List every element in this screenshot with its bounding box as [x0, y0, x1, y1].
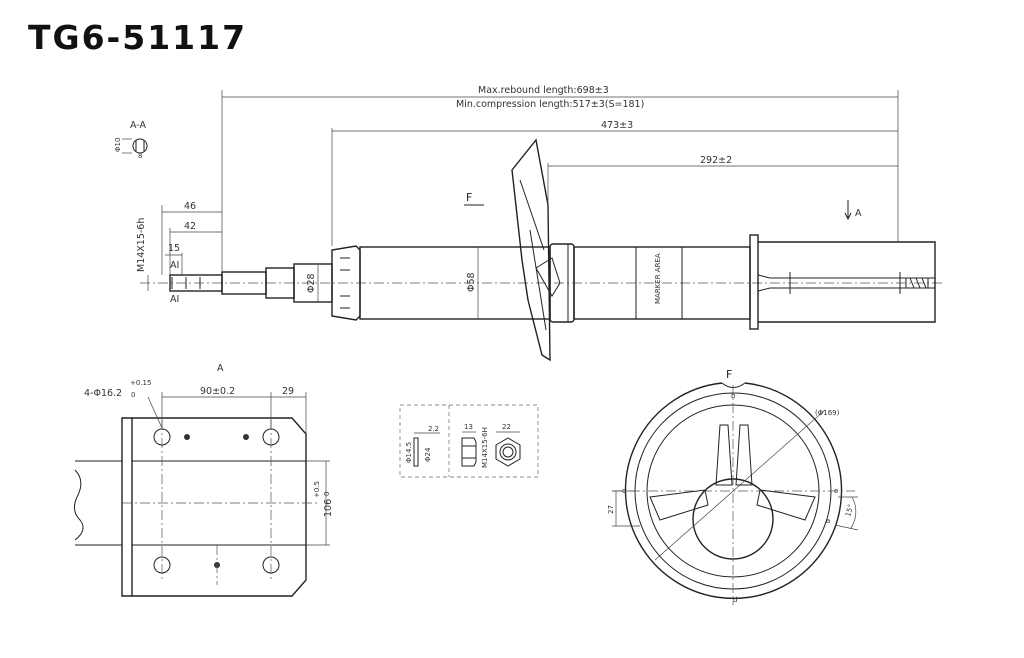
- dia-28: Φ28: [306, 273, 317, 293]
- hole-tol-up: +0.15: [130, 379, 151, 387]
- mark-e: e: [834, 487, 838, 495]
- washer-nut-detail: 2.2 Φ14.5 Φ24 13 M14X15-6H 22: [399, 404, 539, 478]
- top-dimension-lines: Max.rebound length:698±3 Min.compression…: [136, 85, 899, 319]
- thread-spec: M14X15-6h: [136, 218, 147, 272]
- washer-thickness: 2.2: [428, 425, 439, 433]
- mark-d: d: [733, 596, 737, 604]
- compression-length: Min.compression length:517±3(S=181): [456, 99, 644, 110]
- dim-42: 42: [184, 221, 196, 232]
- dim-106-tol-low: 0: [323, 492, 331, 496]
- angle-15: 15°: [844, 503, 855, 517]
- view-f-marker: F: [466, 191, 472, 204]
- dia-169: (Φ169): [815, 409, 840, 417]
- section-a-bottom: AI: [170, 294, 179, 305]
- view-a-title: A: [217, 363, 224, 374]
- dim-106-tol-up: +0.5: [313, 481, 321, 498]
- seat-length: 292±2: [700, 155, 732, 166]
- rebound-length: Max.rebound length:698±3: [478, 85, 609, 96]
- dim-27: 27: [607, 505, 615, 514]
- dim-106: 106: [323, 499, 334, 517]
- view-f-top: F b c d e a (Φ169) 27 15°: [607, 368, 859, 605]
- nut-height: 13: [464, 423, 473, 431]
- dim-15: 15: [168, 243, 180, 254]
- dim-29: 29: [282, 386, 294, 397]
- view-f-title: F: [726, 368, 732, 381]
- body-length: 473±3: [601, 120, 633, 131]
- view-a-plate: A 90±0.2 29 4-Φ16.2 +0.15 0 106 +0.5: [74, 363, 334, 597]
- section-a-a-label: A-A: [130, 120, 147, 131]
- section-a-a: A-A Φ10 8: [114, 120, 148, 160]
- dia-58: Φ58: [466, 272, 477, 292]
- dia-10: Φ10: [114, 138, 122, 152]
- mark-b: b: [731, 392, 736, 400]
- hole-tol-low: 0: [131, 391, 135, 399]
- hole-pitch: 90±0.2: [200, 386, 235, 397]
- nut-across-flats: 22: [502, 423, 511, 431]
- section-a-top: AI: [170, 260, 179, 271]
- dim-46: 46: [184, 201, 196, 212]
- part-number-title: TG6-51117: [28, 18, 248, 57]
- nut-thread: M14X15-6H: [481, 427, 489, 468]
- mark-a: a: [826, 517, 830, 525]
- shock-absorber-side-view: MARKER AREA: [140, 138, 945, 362]
- view-a-marker: A: [855, 208, 862, 219]
- washer-od: Φ24: [424, 447, 432, 462]
- washer-id: Φ14.5: [405, 442, 413, 463]
- marker-area-label: MARKER AREA: [654, 253, 662, 304]
- flat-8: 8: [138, 152, 142, 160]
- hole-spec: 4-Φ16.2: [84, 388, 122, 399]
